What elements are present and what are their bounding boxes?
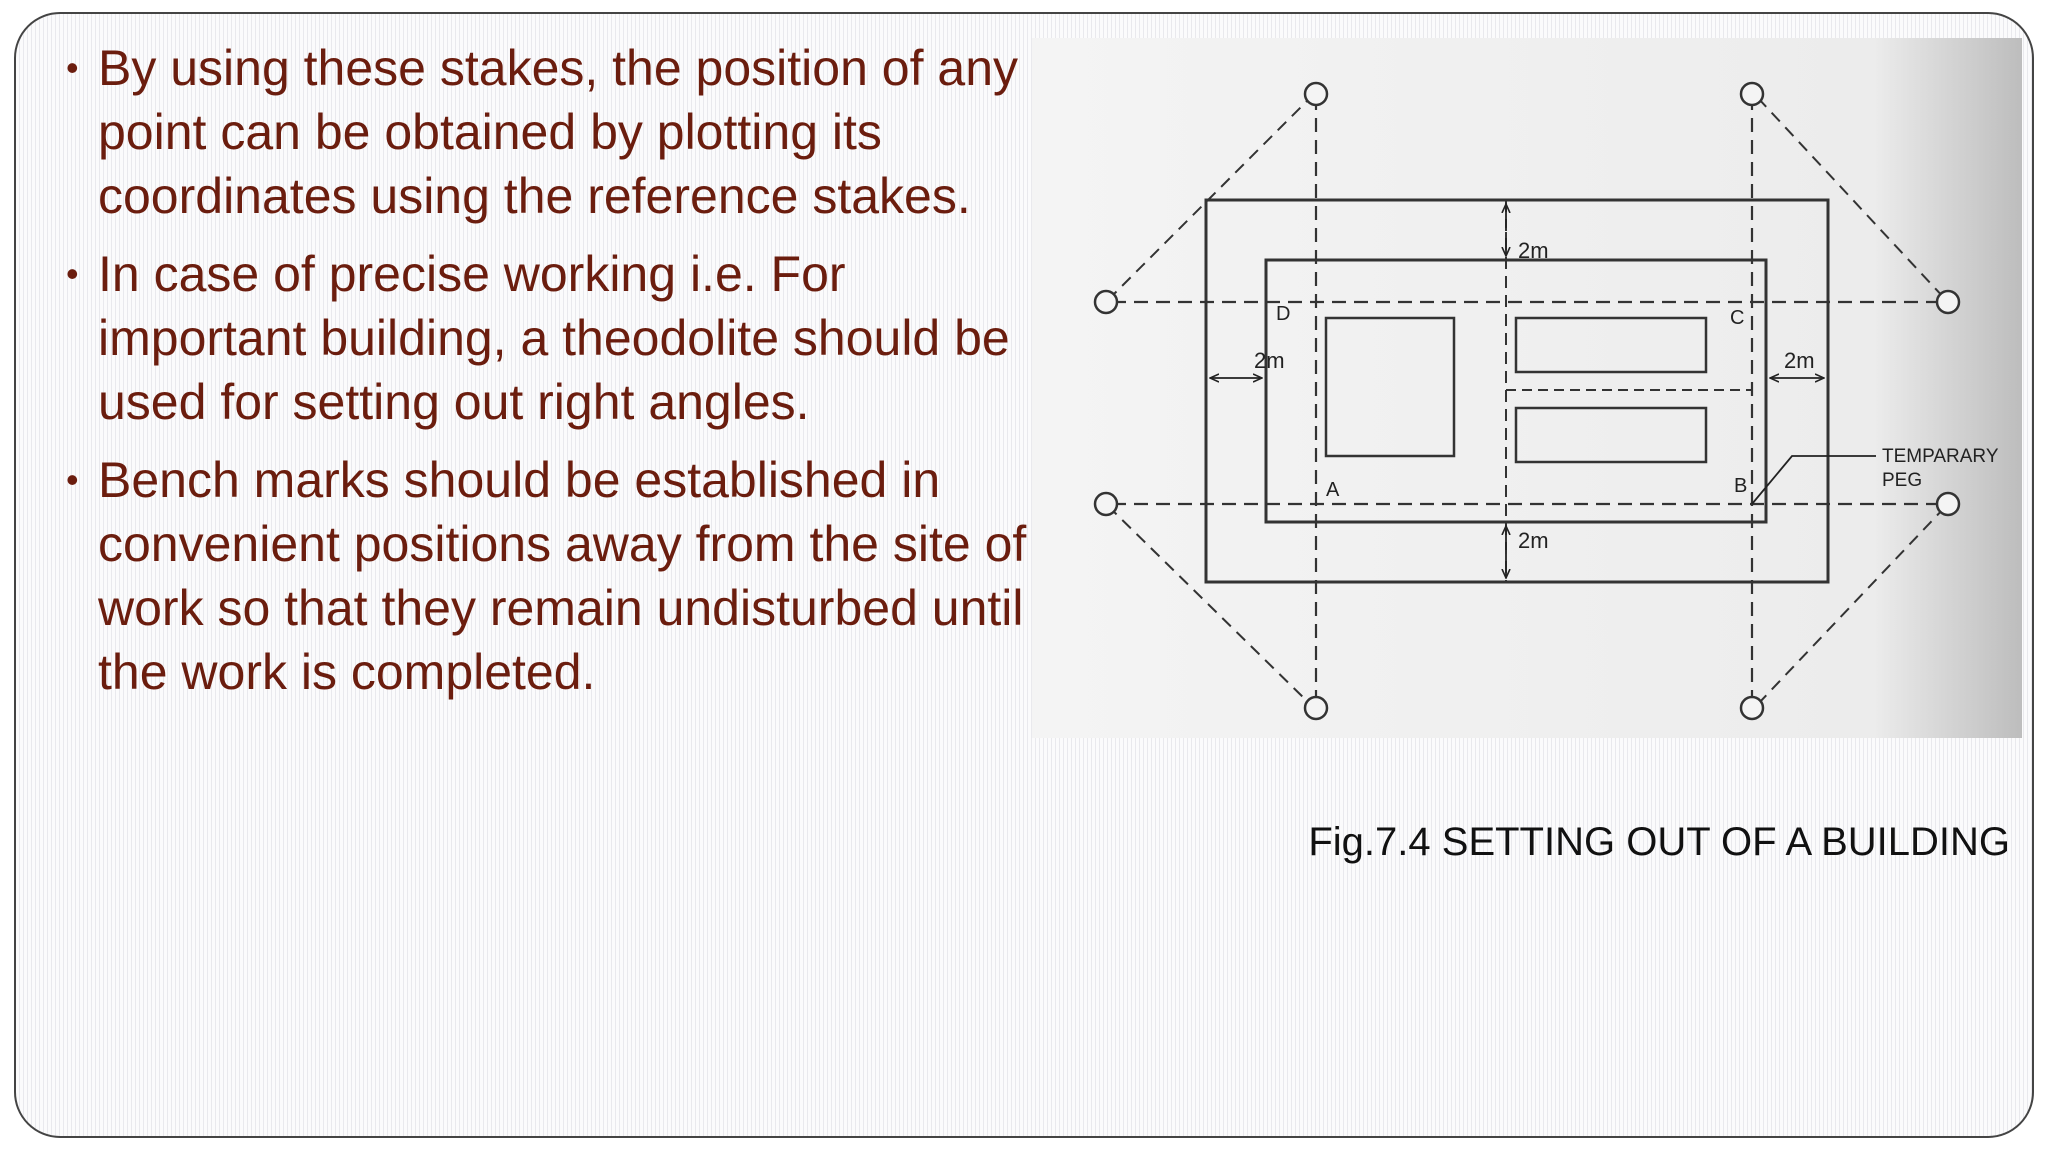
diagonal-line: [1757, 97, 1947, 301]
stake-icon: [1303, 81, 1329, 107]
stake-icon: [1093, 289, 1119, 315]
bullet-text: In case of precise working i.e. For impo…: [98, 246, 1010, 430]
diagonal-line: [1757, 505, 1947, 705]
setting-out-figure: 2m 2m 2m 2m D C A B TEMPARARY PEG: [1032, 38, 2022, 738]
scan-background: [1032, 38, 2022, 738]
stake-icon: [1739, 81, 1765, 107]
dimension-label-right: 2m: [1784, 348, 1815, 373]
diagonal-line: [1107, 97, 1311, 301]
outer-outline: [1204, 198, 1830, 584]
dimension-label-top: 2m: [1518, 238, 1549, 263]
corner-label-a: A: [1326, 479, 1340, 501]
bullet-text: Bench marks should be established in con…: [98, 452, 1027, 700]
bullet-item: • By using these stakes, the position of…: [62, 36, 1062, 228]
bullet-dot-icon: •: [66, 459, 79, 500]
bullet-dot-icon: •: [66, 47, 79, 88]
stake-icon: [1935, 491, 1961, 517]
room-left: [1324, 316, 1456, 458]
bullet-item: • Bench marks should be established in c…: [62, 448, 1062, 704]
bullet-text: By using these stakes, the position of a…: [98, 40, 1018, 224]
peg-label: PEG: [1882, 470, 1922, 491]
figure-caption: Fig.7.4 SETTING OUT OF A BUILDING: [1308, 820, 2010, 864]
stake-icon: [1935, 289, 1961, 315]
corner-label-b: B: [1734, 475, 1747, 497]
bullet-list: • By using these stakes, the position of…: [62, 36, 1062, 718]
bullet-item: • In case of precise working i.e. For im…: [62, 242, 1062, 434]
diagonal-line: [1107, 505, 1311, 705]
corner-label-c: C: [1730, 307, 1744, 329]
slide: • By using these stakes, the position of…: [14, 12, 2034, 1138]
dimension-label-bottom: 2m: [1518, 528, 1549, 553]
stake-icon: [1739, 695, 1765, 721]
corner-label-d: D: [1276, 303, 1290, 325]
room-top-right: [1514, 316, 1708, 374]
room-bottom-right: [1514, 406, 1708, 464]
peg-label: TEMPARARY: [1882, 446, 1999, 467]
building-outline: [1264, 258, 1768, 524]
stake-icon: [1093, 491, 1119, 517]
dimension-label-left: 2m: [1254, 348, 1285, 373]
peg-leader-line: [1751, 455, 1876, 505]
stake-icon: [1303, 695, 1329, 721]
building-plan-diagram: 2m 2m 2m 2m D C A B TEMPARARY PEG: [1032, 38, 2022, 738]
bullet-dot-icon: •: [66, 253, 79, 294]
